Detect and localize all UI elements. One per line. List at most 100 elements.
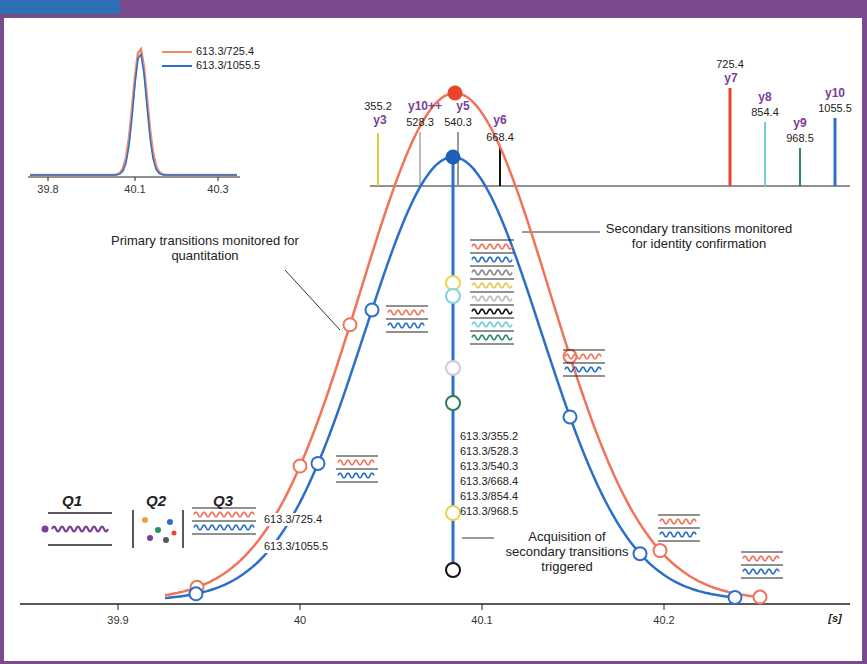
ion-wave	[743, 569, 779, 574]
scan-point	[312, 457, 325, 470]
quad-label: Q3	[213, 492, 233, 509]
fragment-label: 1055.5	[818, 102, 852, 115]
secondary-point	[446, 563, 460, 577]
ion-wave	[194, 525, 254, 530]
header-tab	[0, 0, 120, 14]
axis-tick-label: 40.1	[471, 614, 492, 627]
ion-wave	[472, 309, 512, 314]
generated-art	[30, 49, 783, 604]
quad-label: Q1	[62, 492, 82, 509]
transition-label: 613.3/854.4	[460, 490, 518, 503]
transition-label: 613.3/1055.5	[262, 540, 330, 553]
fragment-label: 355.2	[364, 100, 392, 113]
axis-tick-label: 39.9	[107, 614, 128, 627]
ion-wave	[472, 335, 512, 340]
ion-wave	[472, 322, 512, 327]
quad-label: Q2	[146, 492, 166, 509]
axis-tick-label: [s]	[828, 612, 841, 625]
fragment-label: 668.4	[486, 131, 514, 144]
callout-text: Secondary transitions monitored for iden…	[604, 222, 794, 252]
rod-line	[470, 291, 514, 292]
ion-wave	[472, 257, 512, 262]
rod-line	[741, 564, 783, 565]
rod-line	[336, 481, 378, 482]
apex-point	[448, 86, 463, 101]
fragment-label: y10++	[408, 100, 442, 114]
rod-line	[563, 362, 605, 363]
scan-point	[366, 303, 379, 316]
ion-wave	[194, 512, 254, 517]
fragment-label: 540.3	[444, 116, 472, 129]
ion-wave	[338, 473, 374, 478]
secondary-point	[446, 289, 460, 303]
scan-point	[564, 410, 577, 423]
ion-wave	[338, 460, 374, 465]
ion-wave	[660, 532, 696, 537]
axis-tick-label: 40.2	[653, 614, 674, 627]
rod-line	[658, 540, 700, 541]
rod-line	[470, 304, 514, 305]
callout-text: Acquisition of secondary transitions tri…	[497, 530, 637, 575]
apex-point	[446, 150, 461, 165]
ion-wave	[660, 519, 696, 524]
rod-line	[386, 318, 428, 319]
legend-text: 613.3/1055.5	[196, 59, 260, 72]
fragment-label: y3	[373, 114, 386, 128]
legend-text: 613.3/725.4	[196, 45, 254, 58]
rod-line	[470, 239, 514, 240]
callout-text: Primary transitions monitored for quanti…	[100, 234, 310, 264]
scan-point	[634, 547, 647, 560]
rod-line	[470, 330, 514, 331]
rod-line	[741, 551, 783, 552]
transition-label: 613.3/528.3	[460, 445, 518, 458]
fragment-label: y6	[493, 114, 506, 128]
transition-label: 613.3/355.2	[460, 430, 518, 443]
secondary-point	[446, 276, 460, 290]
xic-trace	[30, 54, 237, 175]
ion-wave	[388, 310, 424, 315]
fragment-label: y8	[758, 91, 771, 105]
scan-point	[754, 591, 767, 604]
rod-line	[386, 305, 428, 306]
transition-label: 613.3/540.3	[460, 460, 518, 473]
transition-label: 613.3/725.4	[262, 513, 324, 526]
rod-line	[741, 577, 783, 578]
fragment-label: 725.4	[716, 58, 744, 71]
fragment-label: y9	[793, 117, 806, 131]
rod-line	[336, 468, 378, 469]
rod-line	[563, 349, 605, 350]
axis-tick-label: 40.3	[207, 183, 228, 196]
ion-wave	[52, 527, 108, 532]
scan-point	[294, 460, 307, 473]
scan-point	[729, 591, 742, 604]
primary-curve	[165, 93, 759, 597]
transition-label: 613.3/668.4	[460, 475, 518, 488]
rod-line	[470, 317, 514, 318]
ion-wave	[388, 323, 424, 328]
rod-line	[386, 331, 428, 332]
axis-tick-label: 39.8	[37, 183, 58, 196]
fragment-label: 528.3	[406, 116, 434, 129]
ion-wave	[565, 354, 601, 359]
rod-line	[658, 514, 700, 515]
rod-line	[658, 527, 700, 528]
fragment-label: y10	[825, 87, 845, 101]
secondary-point	[446, 396, 460, 410]
ion-wave	[743, 556, 779, 561]
scan-point	[654, 544, 667, 557]
ion-wave	[472, 244, 512, 249]
axis-tick-label: 40	[294, 614, 306, 627]
secondary-point	[446, 361, 460, 375]
rod-line	[192, 520, 256, 521]
fragment-label: 854.4	[751, 106, 779, 119]
secondary-point	[446, 506, 460, 520]
rod-line	[563, 375, 605, 376]
transition-label: 613.3/968.5	[460, 505, 518, 518]
ion-wave	[565, 367, 601, 372]
rod-line	[470, 252, 514, 253]
rod-line	[470, 265, 514, 266]
fragment-label: 968.5	[786, 132, 814, 145]
static-art	[20, 52, 850, 610]
ion-wave	[472, 283, 512, 288]
